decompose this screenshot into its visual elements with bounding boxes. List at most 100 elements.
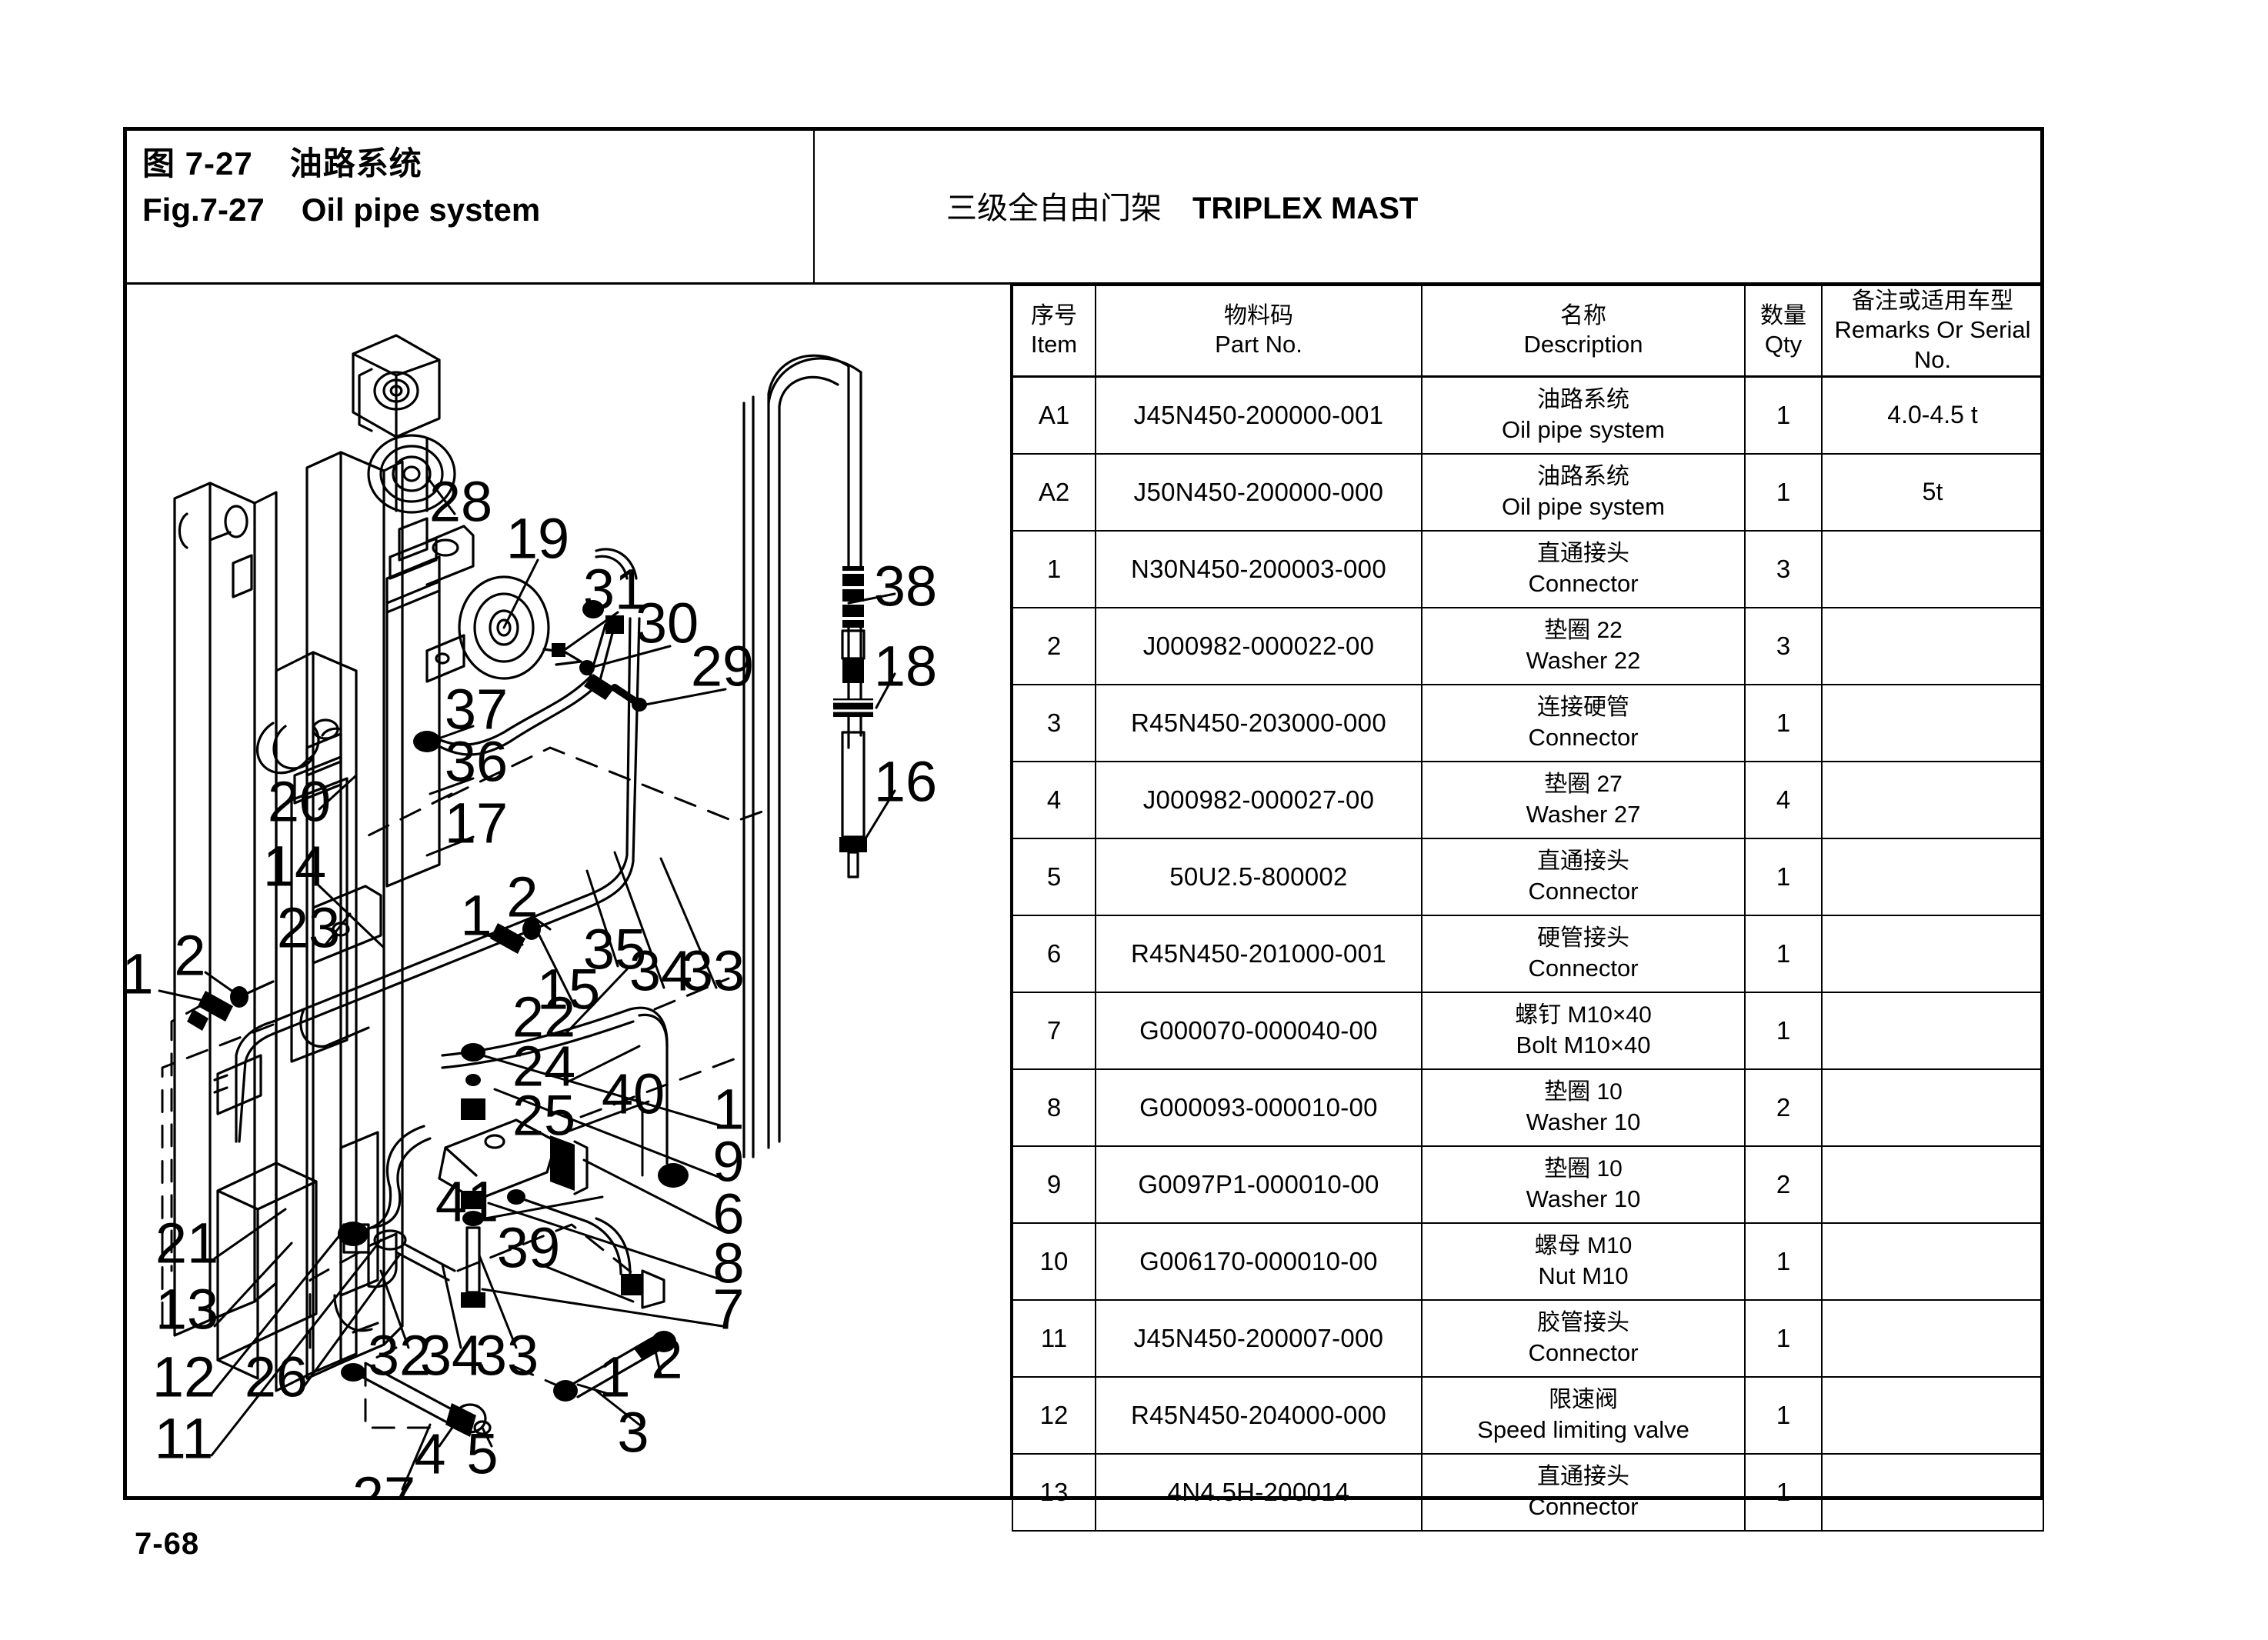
cell-item: 2 <box>1012 606 1096 685</box>
callout-number: 13 <box>155 1278 218 1342</box>
cell-qty: 1 <box>1744 683 1823 762</box>
cell-description-en: Speed limiting valve <box>1477 1415 1689 1443</box>
callout-number: 33 <box>682 939 745 1003</box>
col-header-qty-en: Qty <box>1764 331 1803 358</box>
cell-part-no: G006170-000010-00 <box>1095 1222 1423 1301</box>
cell-description-en: Connector <box>1528 1338 1639 1366</box>
cell-remarks <box>1821 914 2044 993</box>
cell-item: 7 <box>1012 991 1096 1070</box>
cell-qty: 1 <box>1744 1452 1823 1532</box>
mast-base <box>216 1162 318 1380</box>
callout-number: 7 <box>712 1278 744 1342</box>
cell-part-no: N30N450-200003-000 <box>1095 529 1423 608</box>
callout-number: 2 <box>174 924 205 988</box>
drawing-table-divider <box>1010 285 1012 1498</box>
free-lift-cylinder <box>385 517 475 888</box>
callout-number: 28 <box>429 470 492 534</box>
cell-item: 4 <box>1012 760 1096 839</box>
figure-name-cn: 油路系统 <box>289 145 422 182</box>
col-header-part-no-cn: 物料码 <box>1224 302 1293 328</box>
cell-item: 12 <box>1012 1375 1096 1455</box>
cell-remarks <box>1821 837 2044 916</box>
cell-description-cn: 螺母 M10 <box>1534 1233 1633 1259</box>
cell-description-cn: 垫圈 22 <box>1544 618 1623 644</box>
cell-part-no: J000982-000022-00 <box>1095 606 1423 685</box>
callout-number: 40 <box>602 1062 665 1126</box>
cell-description-cn: 连接硬管 <box>1537 695 1629 721</box>
cell-part-no: J000982-000027-00 <box>1095 760 1423 839</box>
valve-block-assembly <box>438 1043 589 1308</box>
cell-qty: 3 <box>1744 529 1823 608</box>
cell-description-en: Washer 27 <box>1526 800 1641 828</box>
cell-part-no: G0097P1-000010-00 <box>1095 1145 1423 1224</box>
callout-number: 37 <box>445 678 508 742</box>
col-header-remarks: 备注或适用车型 Remarks Or Serial No. <box>1821 285 2044 378</box>
callout-number: 36 <box>445 730 508 794</box>
center-lower-tube <box>333 1131 407 1334</box>
cell-description-cn: 油路系统 <box>1537 464 1629 490</box>
cell-description-en: Connector <box>1528 1492 1639 1520</box>
cell-part-no: G000093-000010-00 <box>1095 1068 1423 1147</box>
callout-number: 9 <box>712 1130 744 1194</box>
callout-number: 18 <box>874 635 937 698</box>
callout-number: 34 <box>629 939 692 1003</box>
cell-description-cn: 直通接头 <box>1537 848 1629 875</box>
cell-qty: 2 <box>1744 1145 1823 1224</box>
callout-number: 14 <box>263 835 326 898</box>
table-header-row: 序号 Item 物料码 Part No. 名称 Description 数量 Q… <box>1012 285 2044 378</box>
cell-part-no: R45N450-201000-001 <box>1095 914 1423 993</box>
cell-item: 5 <box>1012 837 1096 916</box>
callout-number: 2 <box>506 865 538 929</box>
lift-hose-assembly <box>742 354 875 1158</box>
cell-description-en: Connector <box>1528 569 1639 597</box>
cell-description-en: Oil pipe system <box>1502 492 1665 520</box>
cell-item: 3 <box>1012 683 1096 762</box>
mid-connector-pair <box>490 918 541 954</box>
figure-label-en: Fig.7-27 <box>142 191 265 228</box>
cell-item: A2 <box>1012 452 1096 532</box>
cell-part-no: 4N4.5H-200014 <box>1095 1452 1423 1532</box>
callout-number: 32 <box>368 1324 431 1388</box>
cell-item: 13 <box>1012 1452 1096 1532</box>
assembly-dashed-lines <box>161 746 770 1429</box>
callout-number: 6 <box>712 1182 744 1246</box>
cell-remarks <box>1821 760 2044 839</box>
col-header-description-en: Description <box>1523 331 1643 358</box>
callout-number: 31 <box>583 558 646 622</box>
cell-description-cn: 直通接头 <box>1537 541 1629 567</box>
assembly-name-cn: 三级全自由门架 <box>946 192 1162 225</box>
cell-part-no: J45N450-200007-000 <box>1095 1298 1423 1378</box>
cell-part-no: G000070-000040-00 <box>1095 991 1423 1070</box>
cell-description-cn: 垫圈 27 <box>1544 772 1623 798</box>
cell-part-no: R45N450-203000-000 <box>1095 683 1423 762</box>
callout-number: 8 <box>712 1232 744 1295</box>
cell-item: A1 <box>1012 375 1096 455</box>
callout-number: 23 <box>277 896 340 960</box>
col-header-description-cn: 名称 <box>1560 302 1606 328</box>
cell-description-cn: 垫圈 10 <box>1544 1079 1623 1105</box>
cell-remarks <box>1821 606 2044 685</box>
bottom-pipe-union <box>341 1242 676 1437</box>
cell-item: 1 <box>1012 529 1096 608</box>
col-header-qty: 数量 Qty <box>1744 285 1823 378</box>
cell-description-cn: 直通接头 <box>1537 1464 1629 1490</box>
callout-number: 17 <box>445 792 508 855</box>
col-header-item-en: Item <box>1030 331 1078 358</box>
callout-leaders <box>158 475 896 1491</box>
cell-description-en: Washer 10 <box>1526 1185 1641 1212</box>
cell-qty: 1 <box>1744 1375 1823 1455</box>
mast-sheave <box>367 434 456 514</box>
